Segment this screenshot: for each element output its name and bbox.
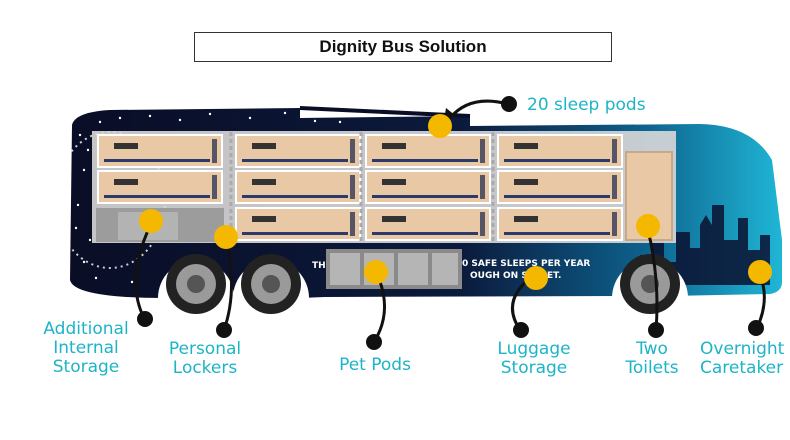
star [82, 260, 86, 264]
marker-lockers [214, 225, 238, 249]
sleep-pod [497, 207, 623, 241]
bus-text-line1: 0 SAFE SLEEPS PER YEAR [462, 259, 590, 269]
marker-storage [139, 209, 163, 233]
marker-toilets [636, 214, 660, 238]
star [313, 119, 317, 123]
star [82, 168, 86, 172]
star [178, 118, 182, 122]
star [248, 116, 252, 120]
star [76, 203, 80, 207]
marker-caretaker [748, 260, 772, 284]
bus-stars [74, 111, 342, 284]
roof-trim [299, 106, 471, 118]
star [94, 276, 98, 280]
wheel-rear-1 [158, 254, 234, 314]
arrow-additional-storage [134, 224, 152, 320]
page-title: Dignity Bus Solution [194, 32, 612, 62]
label-pet-pods: Pet Pods [339, 355, 411, 375]
sleep-pod-grid [97, 134, 623, 241]
tail-dot-lockers [216, 322, 232, 338]
sleep-pod [365, 134, 491, 168]
marker-sleep-pods [428, 114, 452, 138]
sleep-pod [497, 170, 623, 204]
star [88, 238, 92, 242]
arrow-personal-lockers [222, 238, 233, 332]
marker-pet-pods [364, 260, 388, 284]
star [208, 112, 212, 116]
tail-dot-toilets [648, 322, 664, 338]
tail-dot-caretaker [748, 320, 764, 336]
star [86, 148, 90, 152]
wheel-rear-2 [233, 254, 309, 314]
sleep-pod [235, 134, 361, 168]
tail-dot-storage [137, 311, 153, 327]
sleep-pod [97, 134, 223, 168]
pet-pods [326, 249, 462, 289]
star [283, 111, 287, 115]
marker-luggage [524, 266, 548, 290]
star [78, 133, 82, 137]
bus-text-line2: OUGH ON STREET. [470, 271, 561, 281]
arrow-sleep-pods [448, 99, 510, 120]
star [118, 116, 122, 120]
star [98, 120, 102, 124]
star [148, 114, 152, 118]
sleep-pod [235, 207, 361, 241]
label-sleep-pods: 20 sleep pods [527, 95, 646, 115]
tail-dot-pet-pods [366, 334, 382, 350]
sleep-pod [235, 170, 361, 204]
sleep-pod [97, 170, 223, 204]
star [338, 120, 342, 124]
bus-text-prefix: TH [312, 261, 326, 271]
star [74, 226, 78, 230]
sleep-pod [497, 134, 623, 168]
tail-dot-luggage [513, 322, 529, 338]
sleep-pod [365, 170, 491, 204]
wheel-front [612, 254, 688, 314]
sleep-pod [365, 207, 491, 241]
tail-dot-sleep-pods [501, 96, 517, 112]
star [130, 280, 134, 284]
arrow-toilets [646, 228, 659, 332]
